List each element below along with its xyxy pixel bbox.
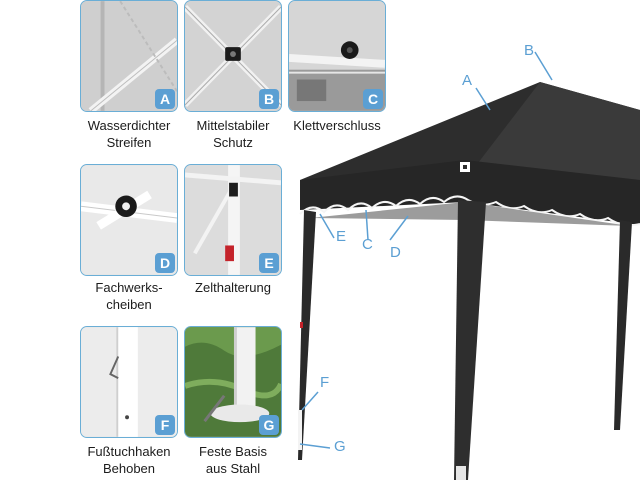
feature-badge-e: E (259, 253, 279, 273)
leg-front-left (298, 210, 316, 460)
callout-g: G (334, 438, 346, 455)
foot-right (456, 466, 466, 480)
feature-caption-e: Zelthalterung (195, 280, 271, 295)
feature-caption-c: Klettverschluss (293, 118, 381, 133)
feature-caption-b: Mittelstabiler Schutz (196, 118, 270, 150)
feature-caption-a: Wasserdichter Streifen (87, 118, 171, 150)
tent-bracket-photo (185, 165, 281, 275)
callout-a: A (462, 72, 473, 89)
feature-tile-d: D (80, 164, 178, 276)
feature-caption-f: Fußtuchhaken Behoben (87, 444, 171, 476)
feature-tile-f: F (80, 326, 178, 438)
feature-tile-b: B (184, 0, 282, 112)
callout-d: D (390, 244, 401, 261)
feature-badge-f: F (155, 415, 175, 435)
center-hub-photo (185, 1, 281, 111)
callout-lines (299, 51, 553, 449)
feature-badge-c: C (363, 89, 383, 109)
gazebo-illustration (298, 51, 640, 480)
feature-badge-g: G (259, 415, 279, 435)
feature-tile-a: A (80, 0, 178, 112)
feature-badge-b: B (259, 89, 279, 109)
callout-c: C (362, 236, 373, 253)
foot-left (298, 410, 302, 450)
feature-caption-d: Fachwerks- cheiben (95, 280, 163, 312)
leg-front-right (454, 200, 486, 480)
leg-back (614, 220, 632, 430)
callout-b: B (524, 42, 535, 59)
feature-badge-a: A (155, 89, 175, 109)
callout-e: E (336, 228, 347, 245)
canopy-valance (300, 160, 640, 225)
waterproof-strip-photo (81, 1, 177, 111)
steel-base-photo (185, 327, 281, 437)
feature-tile-c: C (288, 0, 386, 112)
feature-tile-g: G (184, 326, 282, 438)
valance-trim (299, 195, 640, 227)
feature-tile-e: E (184, 164, 282, 276)
callout-f: F (320, 374, 330, 391)
feature-badge-d: D (155, 253, 175, 273)
feature-caption-g: Feste Basis aus Stahl (199, 444, 267, 476)
